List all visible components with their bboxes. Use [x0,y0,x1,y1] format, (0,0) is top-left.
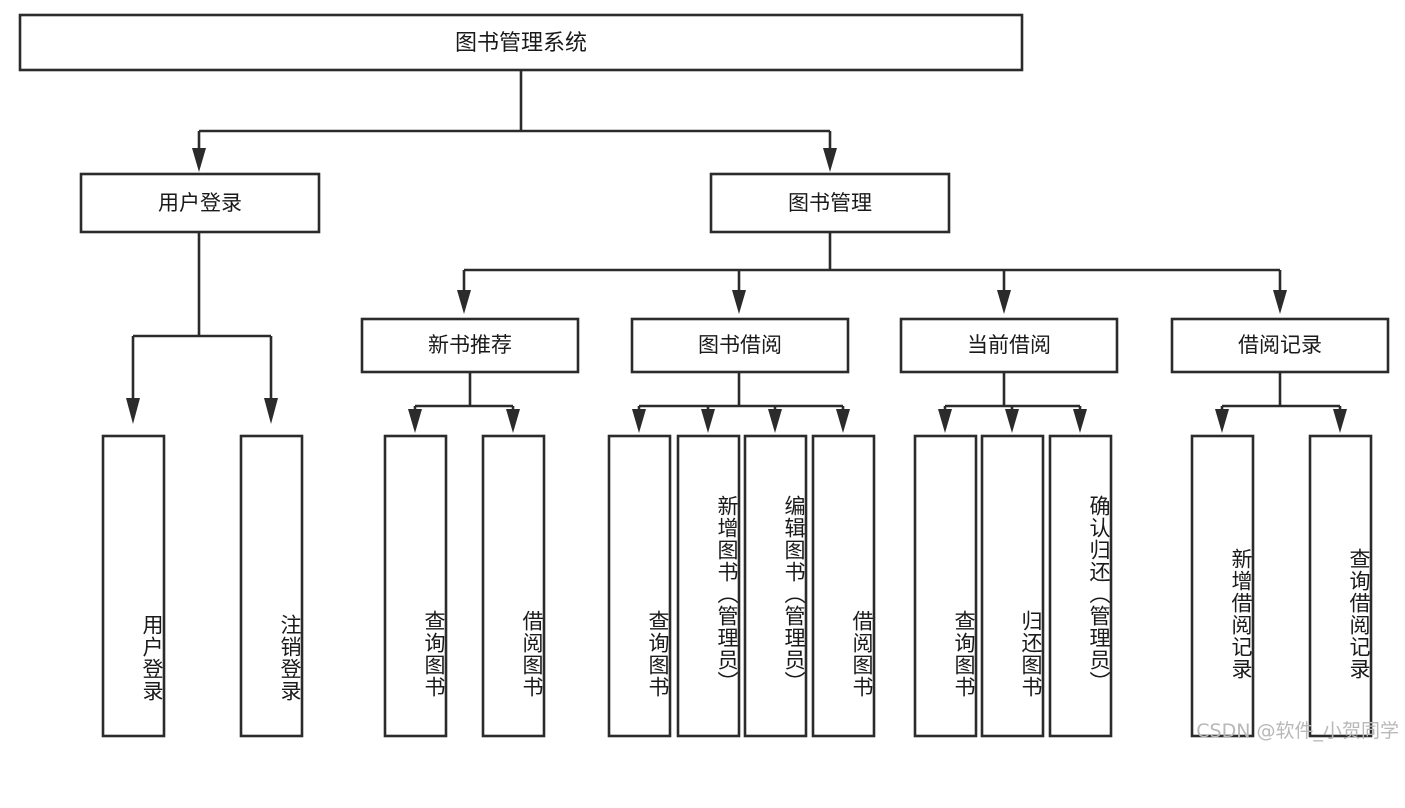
node-current-borrow-box[interactable] [899,317,1119,374]
node-book-borrow-label: 图书借阅 [698,333,782,357]
node-current-borrow-label: 当前借阅 [967,333,1051,357]
arrowhead-user-login-leaf-2 [264,398,278,424]
arrowhead-book-manage-child-1 [457,290,471,314]
leaf-borrow-book-1-box[interactable] [481,434,546,738]
node-new-book-recommend-box[interactable] [360,317,580,374]
arrowhead-new-book-leaf-2 [506,409,520,433]
connector-group-user-login [126,232,278,424]
arrowhead-root-to-user-login [192,148,206,172]
arrowhead-current-borrow-leaf-2 [1005,409,1019,433]
arrowhead-book-borrow-leaf-1 [632,409,646,433]
node-root-box[interactable] [18,13,1024,72]
leaf-user-login-box[interactable] [101,434,166,738]
leaf-borrow-book-2-box[interactable] [811,434,876,738]
leaf-return-book-box[interactable] [980,434,1045,738]
leaf-confirm-return-box[interactable] [1048,434,1113,738]
arrowhead-current-borrow-leaf-3 [1073,409,1087,433]
node-book-borrow-box[interactable] [630,317,850,374]
leaf-add-book-box[interactable] [676,434,741,738]
arrowhead-book-borrow-leaf-4 [836,409,850,433]
node-borrow-record-box[interactable] [1170,317,1390,374]
leaf-add-record-box[interactable] [1190,434,1255,738]
leaf-query-book-3-box[interactable] [913,434,978,738]
diagram-canvas: 图书管理系统 用户登录 图书管理 新书推荐 图书借阅 当前借阅 借阅记录 [18,13,1399,742]
arrowhead-new-book-leaf-1 [408,409,422,433]
arrowhead-book-manage-child-4 [1273,290,1287,314]
arrowhead-book-borrow-leaf-2 [701,409,715,433]
arrowhead-book-manage-child-3 [997,290,1011,314]
connector-group-root [192,70,837,172]
leaf-query-book-1-box[interactable] [383,434,448,738]
arrowhead-root-to-book-manage [823,148,837,172]
node-book-manage-label: 图书管理 [788,191,872,215]
leaf-logout-box[interactable] [239,434,304,738]
connector-group-new-book-recommend [408,372,520,433]
node-book-manage-box[interactable] [709,172,951,234]
arrowhead-borrow-record-leaf-1 [1215,409,1229,433]
arrowhead-book-borrow-leaf-3 [768,409,782,433]
leaf-edit-book-box[interactable] [743,434,808,738]
connector-group-book-borrow [632,372,850,433]
node-borrow-record-label: 借阅记录 [1238,333,1322,357]
leaf-query-record-box[interactable] [1308,434,1373,738]
connector-group-borrow-record [1215,372,1347,433]
connector-group-book-manage [457,232,1287,314]
node-user-login-box[interactable] [79,172,321,234]
arrowhead-current-borrow-leaf-1 [938,409,952,433]
flowchart-svg: 图书管理系统 用户登录 图书管理 新书推荐 图书借阅 当前借阅 借阅记录 [18,13,1390,738]
leaf-query-book-2-box[interactable] [607,434,672,738]
arrowhead-borrow-record-leaf-2 [1333,409,1347,433]
connector-group-current-borrow [938,372,1087,433]
node-new-book-recommend-label: 新书推荐 [428,333,512,357]
arrowhead-book-manage-child-2 [732,290,746,314]
node-root-label: 图书管理系统 [455,31,587,56]
node-user-login-label: 用户登录 [158,191,242,215]
arrowhead-user-login-leaf-1 [126,398,140,424]
